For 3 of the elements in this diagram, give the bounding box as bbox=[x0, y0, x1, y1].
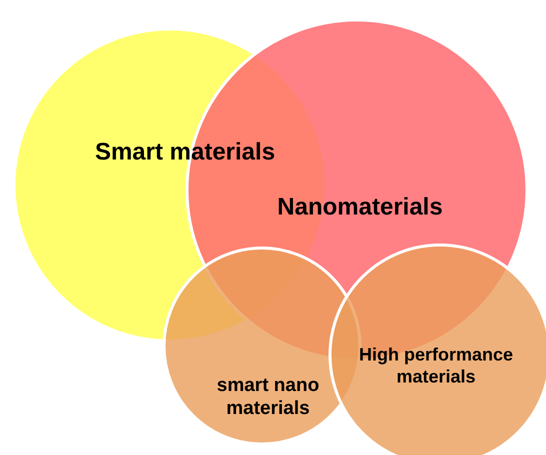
circle-label: High performance materials bbox=[358, 344, 514, 388]
circle-label: Nanomaterials bbox=[276, 194, 444, 222]
circle-label: smart nano materials bbox=[216, 375, 320, 421]
